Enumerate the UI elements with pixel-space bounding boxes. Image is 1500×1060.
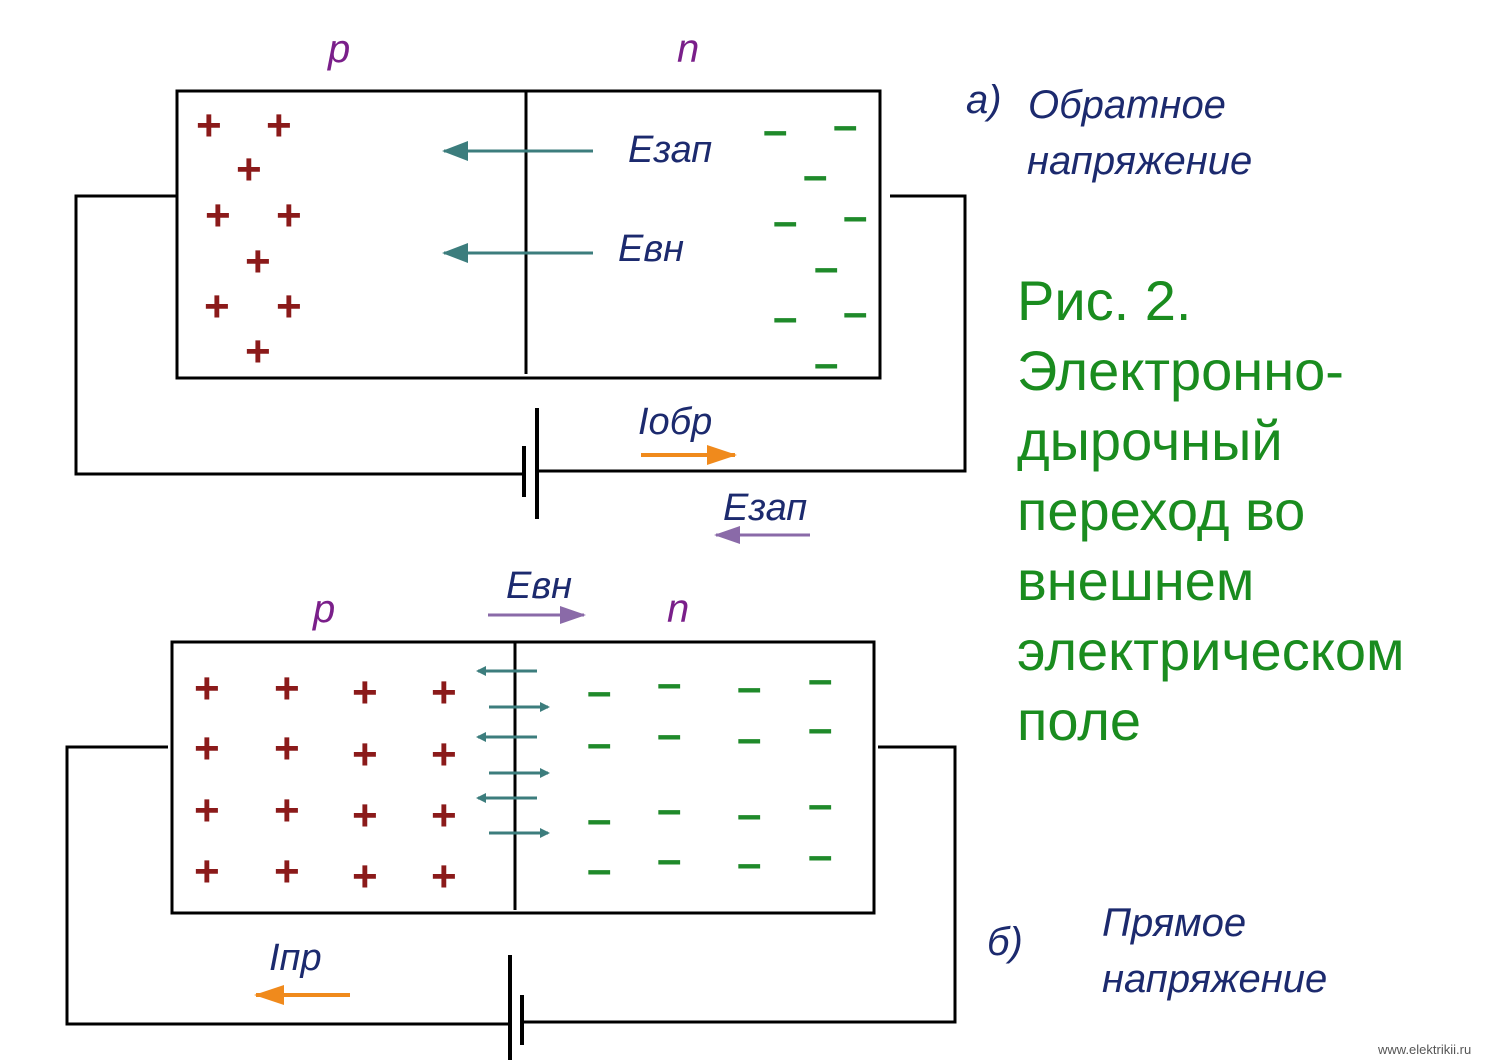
top-current-label: Iобр bbox=[638, 401, 712, 443]
hole-charge: + bbox=[194, 786, 220, 835]
bottom-junction-flow-arrows bbox=[476, 666, 550, 838]
electron-charge: – bbox=[587, 795, 611, 844]
top-circuit: p n Eзап Eвн Iобр Eзап а) Обратное напря… bbox=[74, 27, 1252, 544]
bottom-left-wire bbox=[65, 745, 508, 1026]
electron-charge: – bbox=[843, 288, 867, 337]
caption-line: внешнем bbox=[1017, 549, 1255, 612]
electron-charge: – bbox=[773, 293, 797, 342]
hole-charge: + bbox=[245, 327, 271, 376]
figure-caption: Рис. 2. Электронно- дырочный переход во … bbox=[1017, 266, 1487, 756]
electron-charge: – bbox=[808, 655, 832, 704]
electron-charge: – bbox=[833, 101, 857, 150]
electron-charge: – bbox=[657, 710, 681, 759]
caption-line: Электронно- bbox=[1017, 339, 1344, 402]
hole-charge: + bbox=[274, 786, 300, 835]
caption-line: переход во bbox=[1017, 479, 1306, 542]
caption-line: поле bbox=[1017, 689, 1142, 752]
bottom-n-label: n bbox=[667, 587, 689, 631]
top-evn-label: Eвн bbox=[618, 228, 684, 270]
electron-charge: – bbox=[814, 339, 838, 388]
hole-charge: + bbox=[431, 852, 457, 901]
electron-charge: – bbox=[808, 831, 832, 880]
top-case-line1: Обратное bbox=[1028, 83, 1226, 127]
hole-charge: + bbox=[245, 237, 271, 286]
electron-charge: – bbox=[737, 663, 761, 712]
watermark-text: www.elektrikii.ru bbox=[1377, 1042, 1471, 1057]
electron-charge: – bbox=[737, 714, 761, 763]
hole-charge: + bbox=[205, 191, 231, 240]
bottom-evn-label: Eвн bbox=[506, 565, 572, 607]
electron-charge: – bbox=[587, 719, 611, 768]
top-electrons: – – – – – – – – – bbox=[763, 101, 867, 388]
caption-line: дырочный bbox=[1017, 409, 1283, 472]
hole-charge: + bbox=[196, 101, 222, 150]
bottom-right-wire bbox=[522, 745, 957, 1024]
electron-charge: – bbox=[808, 780, 832, 829]
electron-charge: – bbox=[814, 243, 838, 292]
hole-charge: + bbox=[194, 847, 220, 896]
electron-charge: – bbox=[657, 835, 681, 884]
hole-charge: + bbox=[276, 191, 302, 240]
top-ezap-label: Eзап bbox=[628, 129, 712, 171]
caption-line: Рис. 2. bbox=[1017, 269, 1192, 332]
electron-charge: – bbox=[657, 659, 681, 708]
bottom-crystal-box bbox=[170, 640, 876, 915]
top-ezap-outside-label: Eзап bbox=[723, 487, 807, 529]
bottom-current-label: Iпр bbox=[269, 937, 322, 979]
bottom-case-letter: б) bbox=[987, 920, 1023, 964]
electron-charge: – bbox=[803, 151, 827, 200]
electron-charge: – bbox=[737, 839, 761, 888]
electron-charge: – bbox=[773, 197, 797, 246]
top-case-line2: напряжение bbox=[1027, 139, 1252, 183]
bottom-case-line2: напряжение bbox=[1102, 957, 1327, 1001]
hole-charge: + bbox=[204, 282, 230, 331]
bottom-holes: + + + + + + + + + + + + + + + + bbox=[194, 664, 457, 901]
top-right-wire bbox=[537, 194, 967, 473]
electron-charge: – bbox=[737, 790, 761, 839]
electron-charge: – bbox=[843, 192, 867, 241]
bottom-circuit: p n Eвн Iпр б) Прямое напряжение + + + +… bbox=[65, 565, 1327, 1060]
electron-charge: – bbox=[763, 106, 787, 155]
hole-charge: + bbox=[194, 664, 220, 713]
electron-charge: – bbox=[587, 667, 611, 716]
hole-charge: + bbox=[431, 791, 457, 840]
electron-charge: – bbox=[657, 785, 681, 834]
hole-charge: + bbox=[352, 730, 378, 779]
hole-charge: + bbox=[274, 724, 300, 773]
hole-charge: + bbox=[431, 668, 457, 717]
hole-charge: + bbox=[274, 847, 300, 896]
top-case-letter: а) bbox=[966, 78, 1002, 122]
electron-charge: – bbox=[808, 704, 832, 753]
top-left-wire bbox=[74, 194, 522, 476]
hole-charge: + bbox=[352, 668, 378, 717]
hole-charge: + bbox=[352, 852, 378, 901]
bottom-case-line1: Прямое bbox=[1102, 901, 1246, 945]
top-p-label: p bbox=[327, 27, 350, 71]
bottom-electrons: – – – – – – – – – – – – – – – – bbox=[587, 655, 832, 894]
hole-charge: + bbox=[431, 730, 457, 779]
hole-charge: + bbox=[276, 282, 302, 331]
caption-line: электрическом bbox=[1017, 619, 1405, 682]
electron-charge: – bbox=[587, 845, 611, 894]
top-crystal-box bbox=[175, 89, 882, 380]
hole-charge: + bbox=[266, 101, 292, 150]
hole-charge: + bbox=[194, 724, 220, 773]
top-holes: + + + + + + + + + bbox=[196, 101, 302, 376]
hole-charge: + bbox=[236, 145, 262, 194]
bottom-p-label: p bbox=[312, 587, 335, 631]
hole-charge: + bbox=[274, 664, 300, 713]
hole-charge: + bbox=[352, 791, 378, 840]
top-n-label: n bbox=[677, 27, 699, 71]
